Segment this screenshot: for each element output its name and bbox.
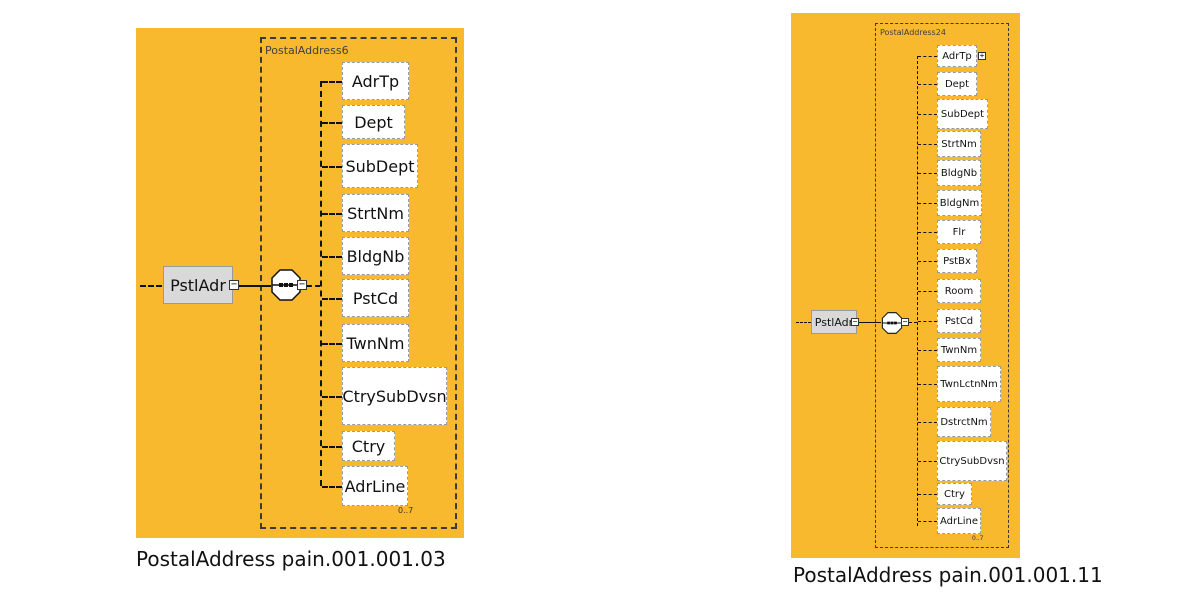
element-connector <box>918 521 937 522</box>
schema-element-pstbx[interactable]: PstBx <box>937 249 977 273</box>
element-connector <box>322 256 342 258</box>
element-connector <box>322 396 342 398</box>
element-connector <box>918 56 937 57</box>
element-connector <box>918 84 937 85</box>
schema-element-adrtp[interactable]: AdrTp <box>342 62 409 100</box>
element-connector <box>918 291 937 292</box>
element-connector <box>322 486 342 488</box>
schema-element-ctry[interactable]: Ctry <box>937 483 972 505</box>
root-to-sequence-line <box>239 285 271 287</box>
schema-element-adrline[interactable]: AdrLine <box>937 508 981 534</box>
sequence-compositor-icon[interactable] <box>881 312 903 334</box>
element-connector <box>322 166 342 168</box>
caption-pain-001-001-11: PostalAddress pain.001.001.11 <box>793 563 1103 587</box>
schema-element-dept[interactable]: Dept <box>342 105 405 139</box>
schema-element-dstrctnm[interactable]: DstrctNm <box>937 407 991 437</box>
schema-element-ctrysubdvsn[interactable]: CtrySubDvsn <box>937 441 1007 481</box>
element-connector <box>918 321 937 322</box>
schema-element-adrtp[interactable]: AdrTp <box>937 45 977 67</box>
schema-element-bldgnm[interactable]: BldgNm <box>937 190 982 216</box>
schema-element-pstcd[interactable]: PstCd <box>937 309 981 333</box>
sequence-compositor-icon[interactable] <box>271 269 301 301</box>
sequence-box <box>260 37 457 529</box>
cardinality-label: 0..7 <box>972 535 984 542</box>
schema-element-strtnm[interactable]: StrtNm <box>937 131 981 157</box>
element-connector <box>918 173 937 174</box>
element-connector <box>918 461 937 462</box>
element-connector <box>322 122 342 124</box>
cardinality-label: 0..7 <box>398 506 414 515</box>
sequence-box <box>875 23 1009 548</box>
sequence-title: PostalAddress6 <box>265 44 349 57</box>
schema-element-ctry[interactable]: Ctry <box>342 431 395 461</box>
incoming-connector <box>140 285 162 287</box>
schema-element-room[interactable]: Room <box>937 279 981 303</box>
root-to-sequence-line <box>859 322 881 323</box>
schema-element-twnlctnnm[interactable]: TwnLctnNm <box>937 366 1001 402</box>
schema-element-subdept[interactable]: SubDept <box>937 99 988 129</box>
element-connector <box>322 343 342 345</box>
sequence-to-branch-line <box>909 322 917 323</box>
incoming-connector <box>796 322 811 323</box>
element-connector <box>918 494 937 495</box>
element-connector <box>918 422 937 423</box>
schema-element-twnnm[interactable]: TwnNm <box>342 324 409 362</box>
schema-element-adrline[interactable]: AdrLine <box>342 466 408 506</box>
element-connector <box>918 144 937 145</box>
schema-element-flr[interactable]: Flr <box>937 220 981 244</box>
element-connector <box>322 298 342 300</box>
sequence-to-branch-line <box>307 285 320 287</box>
collapse-icon[interactable]: − <box>229 279 239 290</box>
sequence-title: PostalAddress24 <box>880 28 946 37</box>
schema-element-pstcd[interactable]: PstCd <box>342 279 409 317</box>
collapse-icon[interactable]: − <box>901 317 909 326</box>
element-connector <box>918 114 937 115</box>
schema-element-bldgnb[interactable]: BldgNb <box>937 160 981 186</box>
schema-element-strtnm[interactable]: StrtNm <box>342 194 409 232</box>
element-connector <box>322 446 342 448</box>
caption-pain-001-001-03: PostalAddress pain.001.001.03 <box>136 547 446 571</box>
schema-element-twnnm[interactable]: TwnNm <box>937 338 981 362</box>
expand-icon[interactable]: + <box>978 51 986 60</box>
element-connector <box>918 261 937 262</box>
schema-element-bldgnb[interactable]: BldgNb <box>342 237 409 275</box>
element-connector <box>322 213 342 215</box>
collapse-icon[interactable]: − <box>297 279 307 290</box>
root-element-pstladr[interactable]: PstlAdr <box>811 310 857 334</box>
schema-element-dept[interactable]: Dept <box>937 72 977 96</box>
branch-line <box>320 81 322 486</box>
element-connector <box>918 203 937 204</box>
collapse-icon[interactable]: − <box>851 317 859 326</box>
element-connector <box>918 232 937 233</box>
root-element-pstladr[interactable]: PstlAdr <box>163 266 233 304</box>
element-connector <box>322 81 342 83</box>
element-connector <box>918 350 937 351</box>
branch-line <box>917 56 918 526</box>
schema-element-ctrysubdvsn[interactable]: CtrySubDvsn <box>342 367 447 425</box>
element-connector <box>918 384 937 385</box>
schema-element-subdept[interactable]: SubDept <box>342 144 418 188</box>
